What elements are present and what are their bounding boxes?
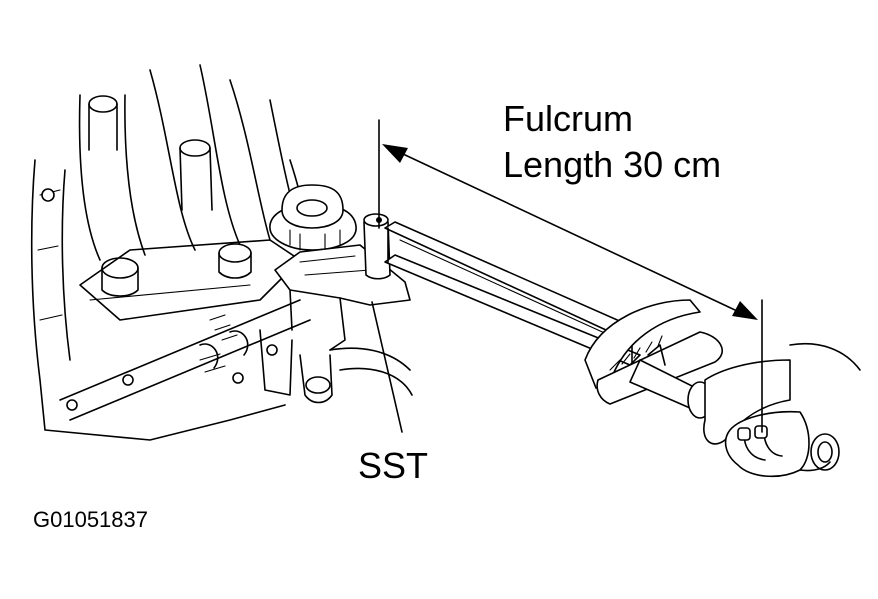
dimension-arrowhead-left <box>382 144 408 163</box>
hand <box>703 342 861 478</box>
pipe-nipple <box>88 95 118 113</box>
dimension-arrowhead-right <box>732 301 758 320</box>
fulcrum-label-line1: Fulcrum <box>503 98 633 139</box>
sst-label: SST <box>358 445 428 486</box>
fulcrum-label-line2: Length 30 cm <box>503 144 721 185</box>
pressure-regulator <box>269 184 357 251</box>
sst-leader-line <box>371 301 403 433</box>
sst-tool-head <box>274 213 411 351</box>
fulcrum-dimension-line <box>378 119 763 433</box>
dimension-line <box>385 145 753 319</box>
pipe-nipple <box>179 139 211 157</box>
figure-id: G01051837 <box>33 507 148 532</box>
torque-wrench <box>384 221 723 419</box>
